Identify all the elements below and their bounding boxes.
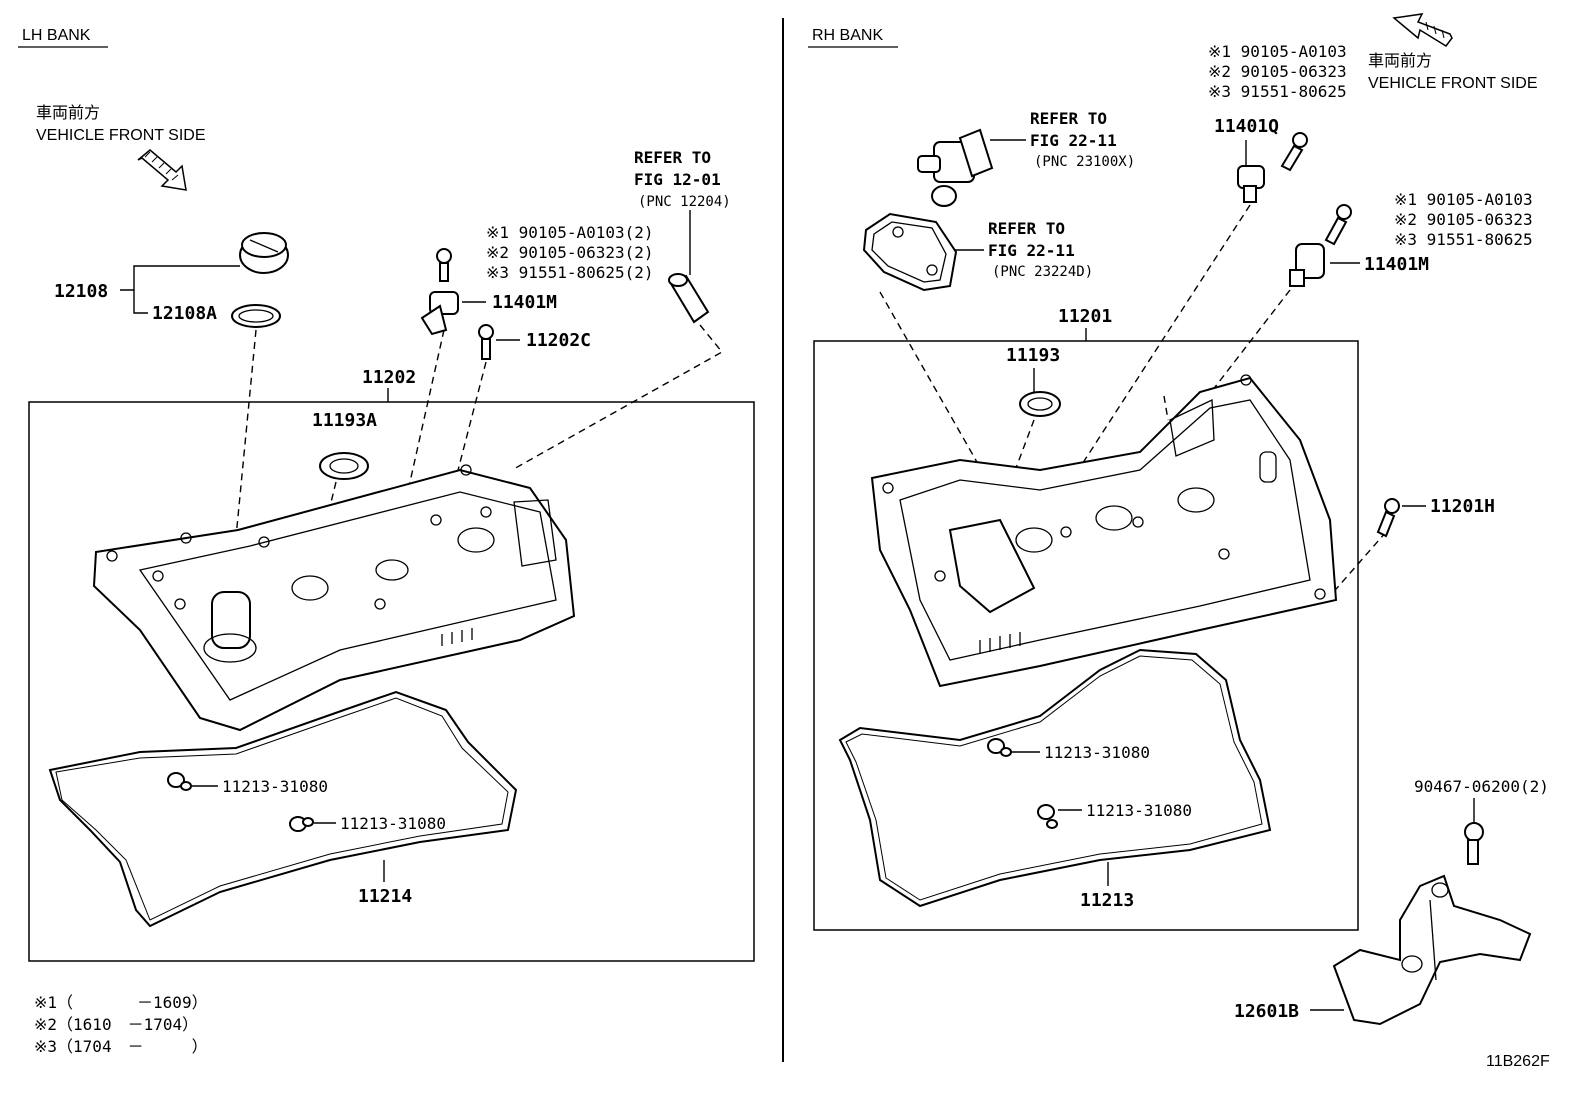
lh-part-11401M: 11401M — [492, 292, 557, 313]
rh-note-mid-3: ※3 91551-80625 — [1394, 230, 1533, 249]
lh-direction-jp: 車両前方 — [36, 104, 100, 122]
rh-part-11201: 11201 — [1058, 306, 1112, 327]
rh-plug-seal — [1019, 391, 1061, 417]
lh-part-11202C: 11202C — [526, 330, 591, 351]
lh-cam-sensor — [420, 291, 459, 336]
lh-grommet-a — [167, 772, 192, 791]
rh-bolt-q — [1280, 132, 1308, 172]
lh-refer-line1: REFER TO — [634, 148, 711, 167]
rh-note-top-3: ※3 91551-80625 — [1208, 82, 1347, 101]
rh-refer-b-line3: (PNC 23224D) — [992, 264, 1093, 280]
rh-direction-jp: 車両前方 — [1368, 52, 1432, 70]
rh-note-mid-1: ※1 90105-A0103 — [1394, 190, 1533, 209]
rh-part-90467: 90467-06200(2) — [1414, 777, 1549, 796]
rh-part-11213: 11213 — [1080, 890, 1134, 911]
rh-sensor-m — [1289, 243, 1325, 287]
lh-frame — [28, 401, 755, 962]
rh-part-11401M: 11401M — [1364, 254, 1429, 275]
rh-vsv-valve — [917, 128, 994, 207]
lh-cover-bolt — [478, 324, 494, 360]
lh-part-12108A: 12108A — [152, 303, 217, 324]
rh-head-cover — [870, 374, 1338, 688]
lh-part-11213-b: 11213-31080 — [340, 814, 446, 833]
lh-part-11202: 11202 — [362, 367, 416, 388]
lh-cap-gasket — [231, 304, 281, 328]
rh-grommet-a — [987, 738, 1012, 757]
lh-part-11214: 11214 — [358, 886, 412, 907]
lh-plug-seal — [319, 452, 369, 480]
lh-direction-en: VEHICLE FRONT SIDE — [36, 127, 206, 144]
lh-part-11213-a: 11213-31080 — [222, 777, 328, 796]
lh-front-arrow-icon — [137, 149, 187, 191]
rh-direction-en: VEHICLE FRONT SIDE — [1368, 75, 1538, 92]
rh-hanger-bolt — [1464, 822, 1484, 865]
rh-engine-hanger — [1332, 874, 1532, 1026]
rh-grommet-b — [1037, 804, 1058, 829]
rh-refer-b-line2: FIG 22-11 — [988, 241, 1075, 260]
rh-part-11213-b: 11213-31080 — [1086, 801, 1192, 820]
rh-bank-title: RH BANK — [812, 27, 883, 44]
lh-pcv-valve — [668, 273, 710, 324]
lh-note-1: ※1 90105-A0103(2) — [486, 223, 654, 242]
legend-2: ※2（1610 －1704） — [34, 1015, 198, 1034]
legend-3: ※3（1704 － ） — [34, 1037, 208, 1056]
lh-cover-gasket — [48, 690, 518, 928]
rh-part-11193: 11193 — [1006, 345, 1060, 366]
lh-refer-line2: FIG 12-01 — [634, 170, 721, 189]
rh-refer-b-line1: REFER TO — [988, 219, 1065, 238]
rh-note-top-1: ※1 90105-A0103 — [1208, 42, 1347, 61]
rh-cover-gasket — [838, 648, 1272, 908]
legend-1: ※1（ －1609） — [34, 993, 208, 1012]
rh-refer-a-line2: FIG 22-11 — [1030, 131, 1117, 150]
rh-refer-a-line3: (PNC 23100X) — [1034, 154, 1135, 170]
rh-bolt-m — [1324, 204, 1352, 246]
rh-note-top-2: ※2 90105-06323 — [1208, 62, 1347, 81]
figure-code: 11B262F — [1486, 1053, 1550, 1070]
lh-note-2: ※2 90105-06323(2) — [486, 243, 654, 262]
lh-grommet-b — [289, 816, 314, 832]
rh-part-11201H: 11201H — [1430, 496, 1495, 517]
rh-part-11213-a: 11213-31080 — [1044, 743, 1150, 762]
rh-part-12601B: 12601B — [1234, 1001, 1299, 1022]
lh-sensor-bolt — [436, 248, 452, 282]
lh-part-12108: 12108 — [54, 281, 108, 302]
rh-note-mid-2: ※2 90105-06323 — [1394, 210, 1533, 229]
rh-sensor-q — [1237, 165, 1265, 203]
lh-note-3: ※3 91551-80625(2) — [486, 263, 654, 282]
lh-head-cover — [92, 464, 576, 732]
lh-oil-cap — [239, 232, 289, 274]
rh-vsv-gasket — [862, 212, 958, 292]
rh-front-arrow-icon — [1392, 13, 1453, 47]
lh-refer-line3: (PNC 12204) — [638, 194, 731, 210]
rh-cover-bolt — [1376, 498, 1400, 538]
rh-refer-a-line1: REFER TO — [1030, 109, 1107, 128]
lh-bank-title: LH BANK — [22, 27, 91, 44]
lh-part-11193A: 11193A — [312, 410, 377, 431]
rh-part-11401Q: 11401Q — [1214, 116, 1279, 137]
